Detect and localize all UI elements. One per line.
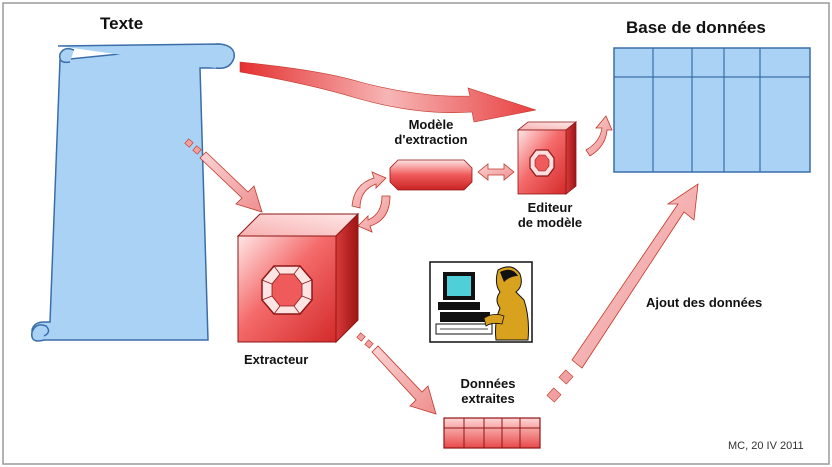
arrow-texte-to-editeur [239, 61, 537, 123]
label-extracteur: Extracteur [244, 352, 309, 367]
label-texte: Texte [100, 14, 144, 33]
arrow-editor-database [585, 115, 613, 157]
arrow-donnees-to-base [546, 183, 699, 403]
label-modele-extraction: Modèle d'extraction [378, 117, 484, 148]
arrow-modele-editeur [477, 163, 515, 181]
label-editeur-de-modele: Editeur de modèle [500, 200, 600, 231]
arrow-extracteur-to-donnees [356, 332, 437, 415]
label-ajout-des-donnees: Ajout des données [646, 295, 763, 310]
model-bar-icon [389, 159, 473, 191]
label-credit: MC, 20 IV 2011 [728, 440, 804, 452]
editor-cube-icon [516, 121, 578, 195]
arrow-scroll-to-extracteur [184, 138, 263, 213]
label-donnees-line2: extraites [461, 390, 515, 406]
label-editeur-line2: de modèle [517, 214, 583, 230]
label-donnees-extraites: Données extraites [438, 376, 538, 407]
extractor-cube-icon [236, 212, 360, 344]
label-modele-line2: d'extraction [394, 131, 468, 147]
extracted-data-table-icon [443, 417, 541, 449]
database-table-icon [613, 47, 811, 173]
label-base-de-donnees: Base de données [626, 18, 766, 37]
label-modele-line1: Modèle [408, 117, 454, 132]
label-donnees-line1: Données [460, 376, 516, 391]
label-editeur-line1: Editeur [527, 200, 573, 215]
arrow-extracteur-modele-b [357, 195, 391, 233]
arrow-extracteur-modele-a [351, 171, 387, 209]
scroll-document-icon [31, 43, 235, 342]
computer-user-clipart-icon [429, 261, 533, 343]
